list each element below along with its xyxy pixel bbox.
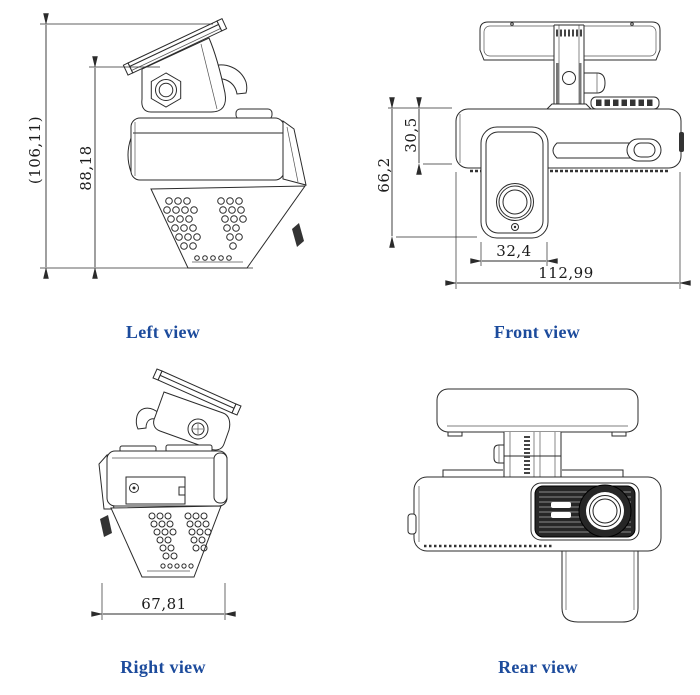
front-lens-pod — [480, 126, 549, 239]
right-view-label: Right view — [120, 657, 206, 677]
dimension-label: 32,4 — [496, 242, 531, 260]
pivot-knob — [583, 72, 606, 94]
left-view-drawing: (106,11) 88,18 — [26, 13, 307, 279]
rear-view-label: Rear view — [498, 657, 578, 677]
vent-holes — [148, 512, 212, 569]
rear-camera-grille — [530, 482, 640, 541]
dimension-label: 67,81 — [141, 595, 186, 613]
vent-holes — [163, 197, 247, 261]
dimension-label: 112,99 — [538, 264, 594, 282]
dimension-label: 66,2 — [375, 157, 393, 192]
left-view-label: Left view — [125, 322, 201, 342]
rear-view-drawing — [407, 388, 662, 623]
right-view-dimensions: 67,81 — [91, 583, 236, 620]
rear-lens-pod — [561, 550, 639, 623]
hex-nut — [150, 72, 182, 108]
dimension-label: 30,5 — [402, 117, 420, 152]
front-view-dimensions: 66,2 30,5 32,4 112,99 — [375, 97, 691, 289]
right-view-drawing: 67,81 — [91, 368, 242, 620]
side-button — [626, 138, 662, 162]
dimension-label: 88,18 — [77, 145, 95, 190]
front-view-label: Front view — [493, 322, 581, 342]
left-view-dimensions: (106,11) 88,18 — [26, 13, 253, 279]
front-view-drawing: 66,2 30,5 32,4 112,99 — [375, 21, 691, 289]
dimension-label: (106,11) — [26, 116, 44, 184]
